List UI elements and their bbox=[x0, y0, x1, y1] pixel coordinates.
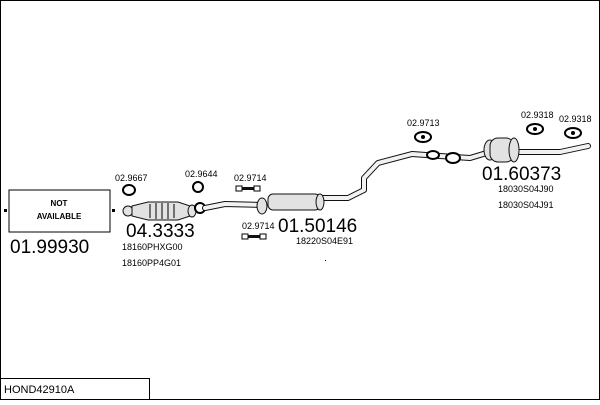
hanger-mid-fitted-icon bbox=[426, 150, 461, 164]
clamp-bottom-icon bbox=[241, 233, 267, 240]
gasket-a-icon bbox=[122, 184, 136, 196]
stray-dot bbox=[325, 260, 326, 261]
middle-silencer-part-number: 01.50146 bbox=[278, 216, 357, 237]
rear-silencer-ref-1: 18030S04J90 bbox=[498, 184, 554, 194]
catalyst-part bbox=[122, 201, 197, 221]
connector-dot-left bbox=[4, 209, 7, 212]
rear-silencer-ref-2: 18030S04J91 bbox=[498, 200, 554, 210]
hanger-rear-a-label: 02.9318 bbox=[521, 110, 554, 120]
rear-silencer-part bbox=[483, 137, 520, 163]
hanger-rear-b-icon bbox=[564, 127, 582, 139]
not-available-line2: AVAILABLE bbox=[37, 212, 82, 221]
middle-silencer-ref-1: 18220S04E91 bbox=[296, 236, 353, 246]
gasket-b-label: 02.9644 bbox=[185, 169, 218, 179]
gasket-a-label: 02.9667 bbox=[115, 173, 148, 183]
diagram-title: HOND42910A bbox=[4, 384, 75, 396]
hanger-mid-icon bbox=[414, 131, 432, 143]
not-available-part-number: 01.99930 bbox=[10, 237, 89, 258]
hanger-rear-a-icon bbox=[526, 123, 544, 135]
catalyst-part-number: 04.3333 bbox=[126, 221, 195, 242]
clamp-top-label: 02.9714 bbox=[234, 173, 267, 183]
rear-silencer-part-number: 01.60373 bbox=[482, 164, 561, 185]
gasket-b-icon bbox=[192, 181, 204, 193]
not-available-box bbox=[8, 189, 111, 233]
clamp-top-icon bbox=[235, 185, 261, 192]
catalyst-ref-2: 18160PP4G01 bbox=[122, 258, 181, 268]
hanger-mid-label: 02.9713 bbox=[407, 118, 440, 128]
middle-silencer-part bbox=[256, 193, 325, 215]
connector-dot-right bbox=[112, 209, 115, 212]
catalyst-ref-1: 18160PHXG00 bbox=[122, 242, 183, 252]
hanger-rear-b-label: 02.9318 bbox=[559, 114, 592, 124]
not-available-line1: NOT bbox=[51, 199, 68, 208]
clamp-bottom-label: 02.9714 bbox=[242, 221, 275, 231]
